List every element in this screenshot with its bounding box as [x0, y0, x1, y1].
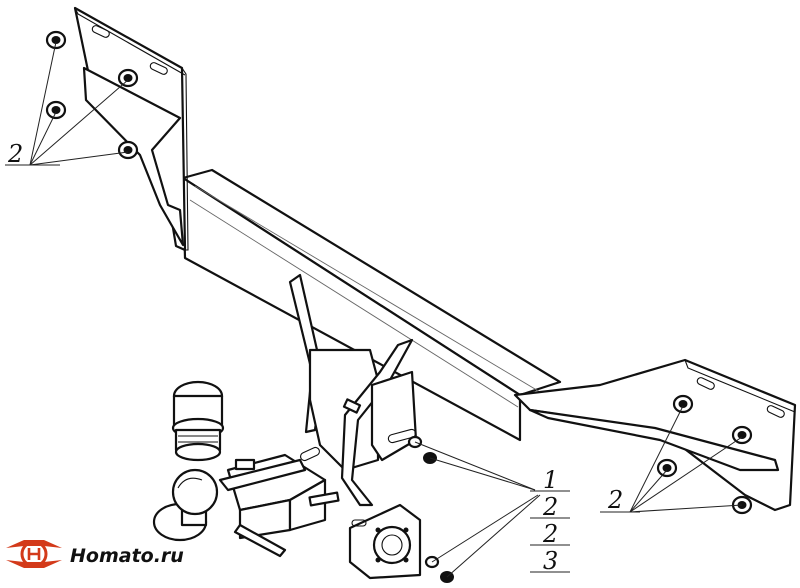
- right-washers: [656, 394, 753, 515]
- left-washers: [45, 30, 139, 160]
- stud-icon: [234, 398, 362, 471]
- fastener-washer-icon: [117, 68, 139, 88]
- ball-mount: [218, 273, 418, 558]
- callout-part-3: 3: [543, 547, 558, 575]
- cross-beam: [181, 168, 562, 442]
- left-bracket: [73, 6, 189, 252]
- fastener-washer-icon: [656, 458, 678, 478]
- logo-emblem-icon: [6, 540, 62, 568]
- brand-logo: Homato.ru: [6, 540, 184, 568]
- callout-left: 2: [7, 140, 23, 168]
- callout-right: 2: [607, 486, 623, 514]
- logo-text: Homato.ru: [70, 545, 184, 567]
- fastener-washer-icon: [45, 100, 67, 120]
- ball-cover-icon: [171, 380, 225, 462]
- fastener-washer-icon: [672, 394, 694, 414]
- callout-part-2a: 2: [542, 493, 558, 521]
- socket-plate-icon: [348, 503, 422, 580]
- fastener-washer-icon: [45, 30, 67, 50]
- slot-hole: [91, 25, 168, 75]
- callout-part-2b: 2: [542, 520, 558, 548]
- callout-part-1: 1: [543, 466, 558, 494]
- tow-ball-icon: [152, 468, 219, 542]
- fastener-washer-icon: [731, 425, 753, 445]
- callout-leaders: [5, 41, 743, 578]
- fastener-washer-icon: [117, 140, 139, 160]
